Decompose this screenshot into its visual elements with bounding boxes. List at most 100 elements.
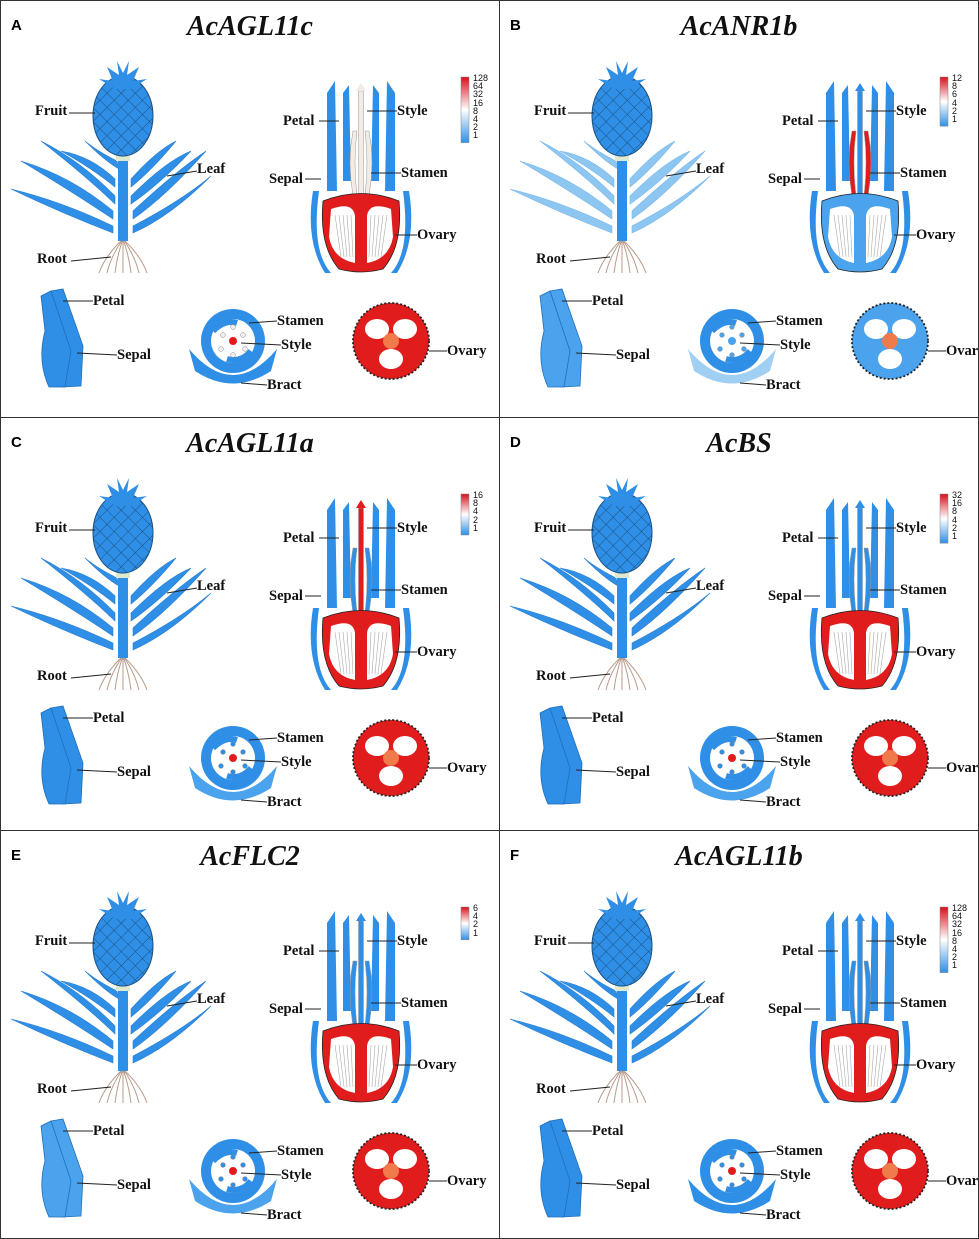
panel-c: CAcAGL11aFruitLeafRootPetalStyleSepalSta… — [0, 417, 500, 831]
color-scale-bar — [461, 907, 469, 940]
panel-illustration — [1, 1, 500, 418]
sepal-detail-label: Sepal — [616, 347, 650, 364]
style-cs-label: Style — [780, 754, 811, 771]
petal-sepal-detail — [540, 706, 582, 804]
sepal-label: Sepal — [269, 1001, 303, 1018]
panel-f: FAcAGL11bFruitLeafRootPetalStyleSepalSta… — [499, 830, 979, 1239]
bract-label: Bract — [267, 794, 302, 811]
style-label: Style — [397, 933, 428, 950]
scale-tick: 1 — [473, 524, 483, 532]
color-scale-bar — [940, 494, 948, 543]
stamen-label: Stamen — [900, 165, 947, 182]
ovary-cross-section — [353, 720, 429, 796]
fruit-label: Fruit — [534, 520, 566, 537]
petal-detail-label: Petal — [93, 1123, 124, 1140]
petal-sepal-detail — [540, 289, 582, 387]
petal-detail-label: Petal — [592, 710, 623, 727]
scale-tick: 1 — [473, 131, 488, 139]
style-cs-label: Style — [780, 1167, 811, 1184]
stamen-label: Stamen — [401, 165, 448, 182]
ovary-cross-section — [852, 303, 928, 379]
leaf-label: Leaf — [197, 578, 225, 595]
style-cs-label: Style — [780, 337, 811, 354]
flower-cross-section — [189, 309, 277, 384]
bract-label: Bract — [766, 794, 801, 811]
scale-tick: 1 — [473, 929, 478, 937]
stamen-cs-label: Stamen — [776, 313, 823, 330]
fruit-label: Fruit — [534, 103, 566, 120]
petal-detail-label: Petal — [592, 293, 623, 310]
sepal-detail-label: Sepal — [117, 1177, 151, 1194]
fruit-label: Fruit — [35, 520, 67, 537]
ovary-label: Ovary — [417, 227, 456, 244]
ovary-cs-label: Ovary — [946, 343, 979, 360]
stamen-label: Stamen — [401, 995, 448, 1012]
sepal-label: Sepal — [768, 1001, 802, 1018]
ovary-cs-label: Ovary — [946, 1173, 979, 1190]
leaf-label: Leaf — [696, 161, 724, 178]
petal-label: Petal — [782, 530, 813, 547]
ovary-cross-section — [852, 1133, 928, 1209]
color-scale-bar — [940, 907, 948, 973]
stamen-label: Stamen — [900, 995, 947, 1012]
ovary-label: Ovary — [417, 644, 456, 661]
root-label: Root — [536, 1081, 566, 1098]
petal-label: Petal — [283, 943, 314, 960]
ovary-label: Ovary — [417, 1057, 456, 1074]
sepal-label: Sepal — [269, 588, 303, 605]
flower-cross-section — [688, 726, 776, 801]
ovary-cs-label: Ovary — [946, 760, 979, 777]
panel-illustration — [1, 831, 500, 1239]
ovary-cs-label: Ovary — [447, 1173, 486, 1190]
stamen-cs-label: Stamen — [277, 730, 324, 747]
color-scale-bar — [461, 494, 469, 535]
petal-label: Petal — [782, 943, 813, 960]
panel-e: EAcFLC2FruitLeafRootPetalStyleSepalStame… — [0, 830, 500, 1239]
style-label: Style — [397, 103, 428, 120]
stamen-label: Stamen — [900, 582, 947, 599]
style-label: Style — [896, 103, 927, 120]
color-scale-ticks: 1286432168421 — [473, 74, 488, 140]
fruit-label: Fruit — [35, 933, 67, 950]
sepal-detail-label: Sepal — [616, 764, 650, 781]
leaf-label: Leaf — [197, 991, 225, 1008]
ovary-label: Ovary — [916, 644, 955, 661]
root-label: Root — [37, 1081, 67, 1098]
petal-sepal-detail — [41, 706, 83, 804]
whole-plant — [510, 61, 710, 273]
petal-sepal-detail — [41, 1119, 83, 1217]
leaf-label: Leaf — [696, 991, 724, 1008]
panel-b: BAcANR1bFruitLeafRootPetalStyleSepalStam… — [499, 0, 979, 418]
whole-plant — [11, 891, 211, 1103]
fruit-label: Fruit — [35, 103, 67, 120]
petal-sepal-detail — [540, 1119, 582, 1217]
leaf-label: Leaf — [696, 578, 724, 595]
panel-illustration — [500, 1, 979, 418]
ovary-cross-section — [353, 1133, 429, 1209]
sepal-detail-label: Sepal — [117, 347, 151, 364]
panel-illustration — [1, 418, 500, 831]
petal-label: Petal — [283, 113, 314, 130]
flower-cross-section — [189, 726, 277, 801]
ovary-cs-label: Ovary — [447, 343, 486, 360]
sepal-label: Sepal — [768, 588, 802, 605]
color-scale-ticks: 6421 — [473, 904, 478, 937]
petal-detail-label: Petal — [93, 710, 124, 727]
scale-tick: 1 — [952, 961, 967, 969]
bract-label: Bract — [766, 1207, 801, 1224]
style-label: Style — [397, 520, 428, 537]
sepal-detail-label: Sepal — [117, 764, 151, 781]
sepal-detail-label: Sepal — [616, 1177, 650, 1194]
flower-cross-section — [688, 309, 776, 384]
flower-cross-section — [189, 1139, 277, 1214]
petal-detail-label: Petal — [93, 293, 124, 310]
bract-label: Bract — [267, 377, 302, 394]
ovary-cross-section — [353, 303, 429, 379]
root-label: Root — [536, 251, 566, 268]
root-label: Root — [37, 668, 67, 685]
